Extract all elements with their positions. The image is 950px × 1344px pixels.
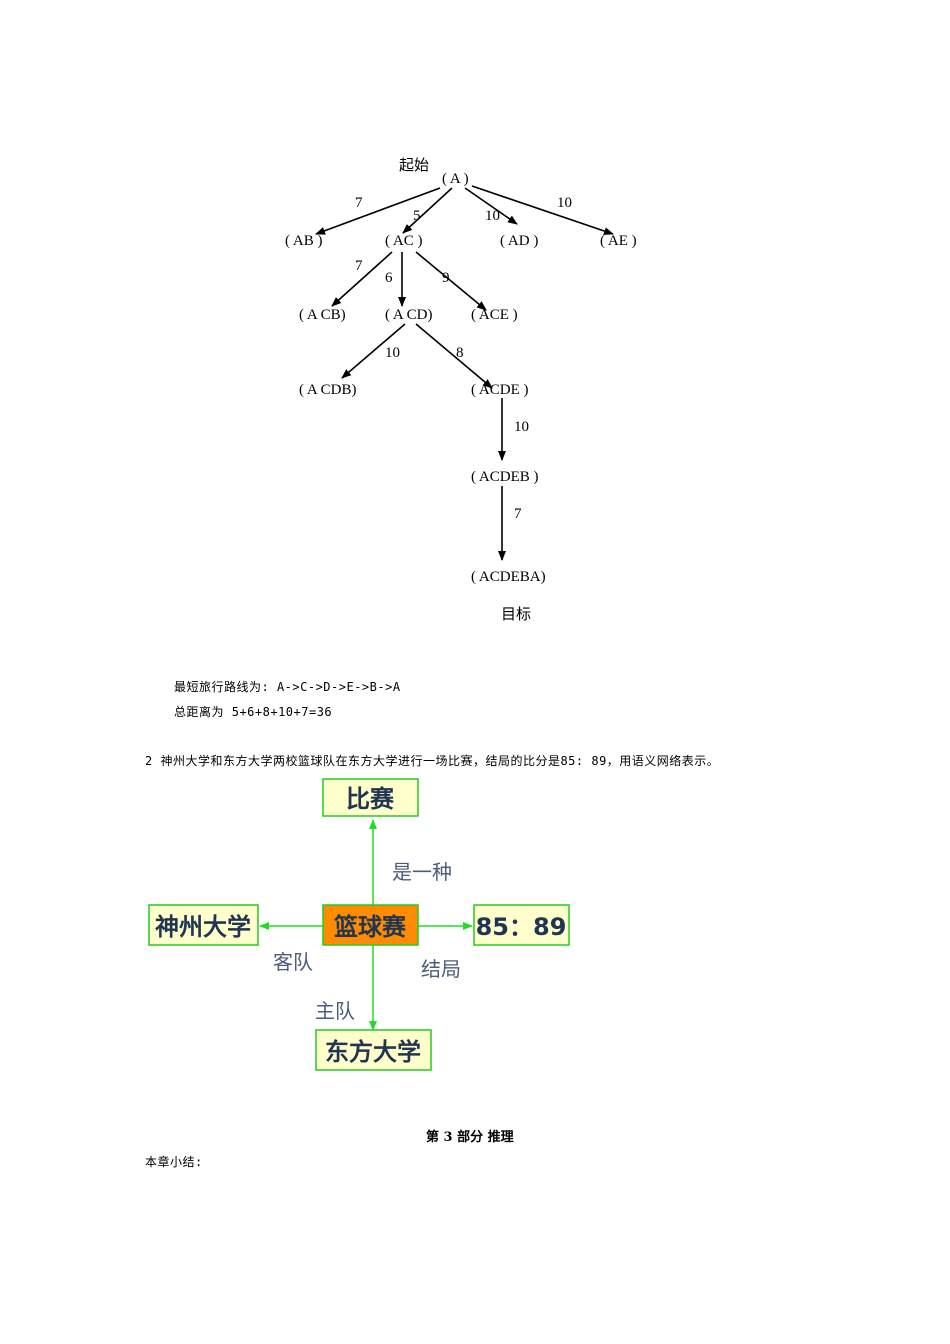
node-acd: ( A CD) bbox=[385, 307, 433, 323]
edge-a-ac bbox=[402, 187, 453, 234]
edge-a-ad bbox=[464, 187, 518, 225]
weight-a-ae: 10 bbox=[557, 195, 572, 211]
weight-acd-acdb: 10 bbox=[385, 345, 400, 361]
edge-a-ae bbox=[471, 185, 614, 235]
search-tree-diagram: 起始 目标 ( A ) ( AB ) ( AC ) ( AD ) ( AE ) … bbox=[285, 157, 637, 623]
edge-ac-acb bbox=[331, 251, 393, 307]
weight-acd-acde: 8 bbox=[456, 345, 464, 361]
node-box-center bbox=[322, 904, 419, 946]
weight-a-ad: 10 bbox=[485, 208, 500, 224]
section-title: 第 3 部分 推理 bbox=[426, 1130, 514, 1145]
start-label: 起始 bbox=[399, 157, 429, 174]
shortest-route-text: 最短旅行路线为: A->C->D->E->B->A bbox=[174, 680, 401, 694]
node-a: ( A ) bbox=[442, 171, 469, 187]
node-ac: ( AC ) bbox=[385, 233, 423, 249]
weight-ac-ace: 9 bbox=[442, 270, 450, 286]
edge-acd-acde bbox=[415, 323, 493, 389]
total-distance-text: 总距离为 5+6+8+10+7=36 bbox=[174, 705, 333, 719]
question-2-text: 2 神州大学和东方大学两校篮球队在东方大学进行一场比赛，结局的比分是85: 89… bbox=[145, 754, 720, 768]
edge-label-left: 客队 bbox=[273, 950, 313, 974]
node-bottom-label: 东方大学 bbox=[325, 1038, 421, 1066]
weight-ac-acd: 6 bbox=[385, 270, 393, 286]
node-center-label: 篮球赛 bbox=[333, 913, 407, 941]
node-ad: ( AD ) bbox=[500, 233, 538, 249]
node-ae: ( AE ) bbox=[600, 233, 637, 249]
weight-acdeb-acdeba: 7 bbox=[514, 506, 522, 522]
edge-label-right: 结局 bbox=[421, 957, 461, 981]
goal-label: 目标 bbox=[501, 606, 531, 623]
edge-a-ab bbox=[315, 187, 441, 235]
weight-a-ac: 5 bbox=[413, 208, 421, 224]
edge-label-bottom: 主队 bbox=[315, 999, 355, 1023]
node-top-label: 比赛 bbox=[346, 785, 395, 813]
chapter-summary-label: 本章小结: bbox=[145, 1155, 203, 1169]
node-acdeb: ( ACDEB ) bbox=[471, 469, 539, 485]
node-acde: ( ACDE ) bbox=[471, 382, 529, 398]
node-ace: ( ACE ) bbox=[471, 307, 518, 323]
node-right-label: 85：89 bbox=[476, 913, 567, 941]
weight-acde-acdeb: 10 bbox=[514, 419, 529, 435]
node-acdeba: ( ACDEBA) bbox=[471, 569, 546, 585]
node-acb: ( A CB) bbox=[299, 307, 346, 323]
node-ab: ( AB ) bbox=[285, 233, 323, 249]
node-acdb: ( A CDB) bbox=[299, 382, 357, 398]
node-left-label: 神州大学 bbox=[155, 913, 251, 941]
edge-ac-ace bbox=[415, 251, 487, 311]
edge-label-top: 是一种 bbox=[392, 860, 452, 884]
node-box-right bbox=[473, 904, 570, 946]
node-box-bottom bbox=[315, 1029, 432, 1071]
node-box-top bbox=[322, 778, 419, 817]
weight-ac-acb: 7 bbox=[355, 258, 363, 274]
node-box-left bbox=[148, 904, 259, 946]
weight-a-ab: 7 bbox=[355, 195, 363, 211]
edge-acd-acdb bbox=[341, 323, 406, 379]
